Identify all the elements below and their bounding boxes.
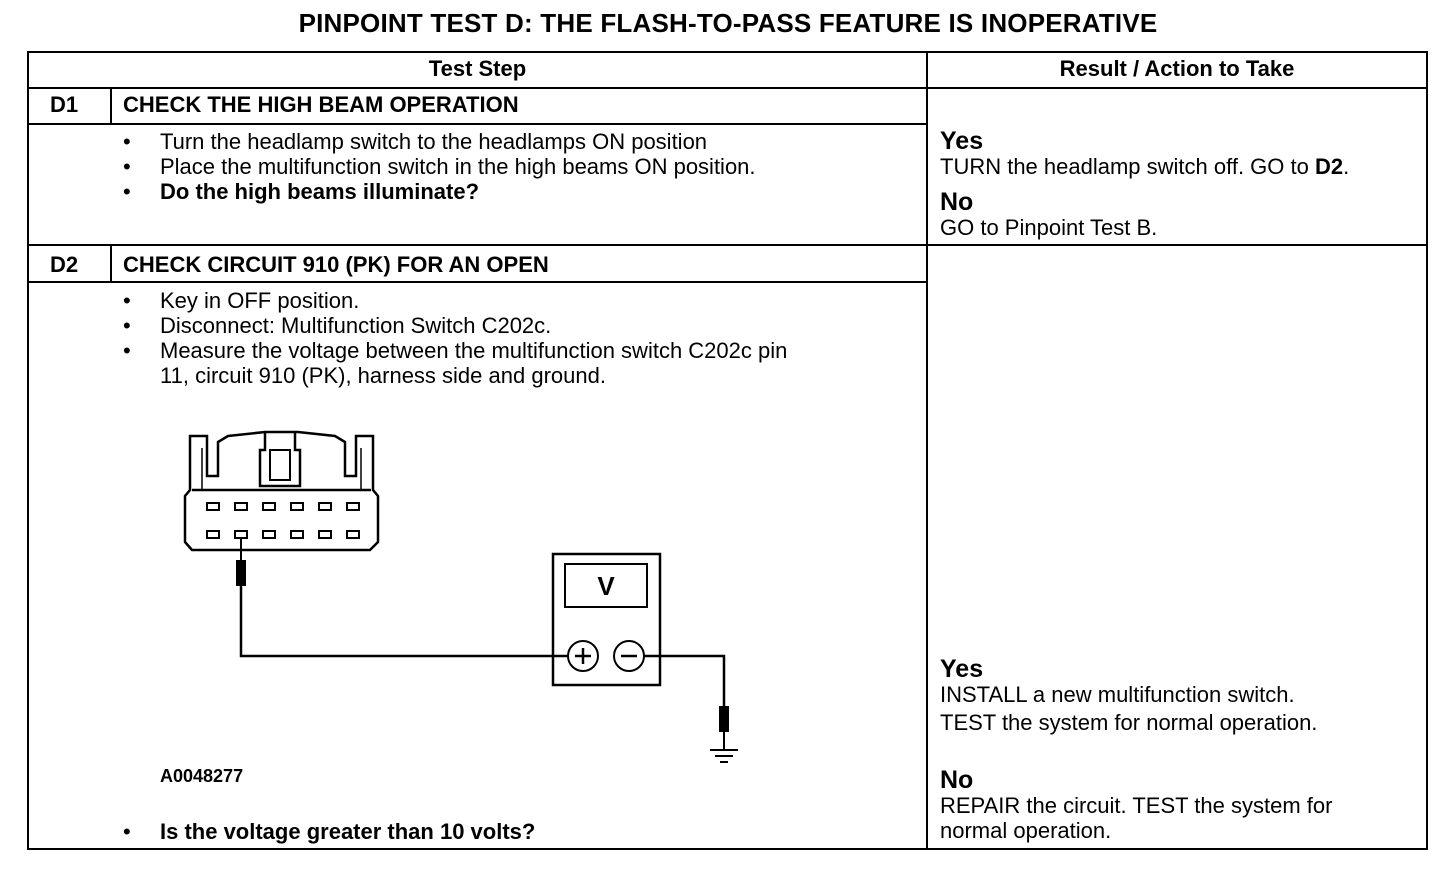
d2-yes-line-1: INSTALL a new multifunction switch. — [940, 682, 1295, 707]
connector-pins — [206, 502, 360, 539]
negative-lead — [644, 654, 726, 706]
bullet-glyph: • — [123, 179, 131, 204]
d1-yes-text-ref: D2 — [1314, 154, 1344, 179]
d1-no-label: No — [940, 188, 974, 216]
page-title: PINPOINT TEST D: THE FLASH-TO-PASS FEATU… — [298, 8, 1158, 38]
bullet-glyph: • — [123, 313, 131, 338]
header-bottom-line — [27, 87, 1428, 89]
step-heading-d2: CHECK CIRCUIT 910 (PK) FOR AN OPEN — [123, 252, 549, 277]
d2-no-line-2: normal operation. — [940, 818, 1112, 843]
d1-heading-bottom-line — [27, 123, 927, 125]
ground-symbol — [710, 749, 738, 763]
d2-yes-label: Yes — [940, 655, 984, 683]
d2-bullet-2: Disconnect: Multifunction Switch C202c. — [160, 313, 552, 338]
d2-yes-line-2: TEST the system for normal operation. — [940, 710, 1318, 735]
bullet-glyph: • — [123, 154, 131, 179]
connector-body — [183, 430, 380, 552]
figure-id: A0048277 — [160, 766, 244, 786]
d2-no-label: No — [940, 766, 974, 794]
pinpoint-test-table — [27, 51, 1428, 850]
d2-no-line-1: REPAIR the circuit. TEST the system for — [940, 793, 1333, 818]
d1-yes-label: Yes — [940, 127, 984, 155]
d2-bullet-3: Measure the voltage between the multifun… — [160, 338, 788, 363]
bullet-glyph: • — [123, 819, 131, 844]
d1-yes-text: TURN the headlamp switch off. GO to D2. — [940, 154, 1349, 179]
voltmeter-display-label: V — [597, 571, 615, 601]
d2-heading-bottom-line — [27, 281, 927, 283]
positive-lead — [239, 586, 568, 658]
header-test-step: Test Step — [428, 56, 527, 81]
d1-row-bottom-line — [27, 244, 1428, 246]
d1-yes-text-suffix: . — [1343, 154, 1350, 179]
d1-bullet-2: Place the multifunction switch in the hi… — [160, 154, 756, 179]
positive-terminal — [567, 640, 599, 672]
voltmeter-body — [551, 552, 662, 687]
step-heading-d1: CHECK THE HIGH BEAM OPERATION — [123, 92, 519, 117]
bullet-glyph: • — [123, 129, 131, 154]
d1-yes-text-prefix: TURN the headlamp switch off. GO to — [940, 154, 1315, 179]
d2-bullet-3-continued: 11, circuit 910 (PK), harness side and g… — [160, 363, 606, 388]
bullet-glyph: • — [123, 338, 131, 363]
d1-bullet-1: Turn the headlamp switch to the headlamp… — [160, 129, 708, 154]
d2-question: Is the voltage greater than 10 volts? — [160, 819, 536, 844]
d2-id-divider — [110, 245, 112, 282]
bullet-glyph: • — [123, 288, 131, 313]
column-divider-result — [926, 51, 928, 850]
connector-latch — [258, 432, 302, 488]
negative-probe — [719, 706, 729, 732]
voltmeter-connector-diagram: V — [183, 430, 738, 763]
d1-no-text: GO to Pinpoint Test B. — [940, 215, 1158, 240]
header-result-action: Result / Action to Take — [1059, 56, 1295, 81]
positive-probe — [236, 560, 246, 586]
step-id-d1: D1 — [50, 92, 79, 117]
d1-question: Do the high beams illuminate? — [160, 179, 480, 204]
d2-bullet-1: Key in OFF position. — [160, 288, 360, 313]
step-id-d2: D2 — [50, 252, 79, 277]
voltmeter-display — [564, 563, 648, 608]
d1-id-divider — [110, 88, 112, 124]
